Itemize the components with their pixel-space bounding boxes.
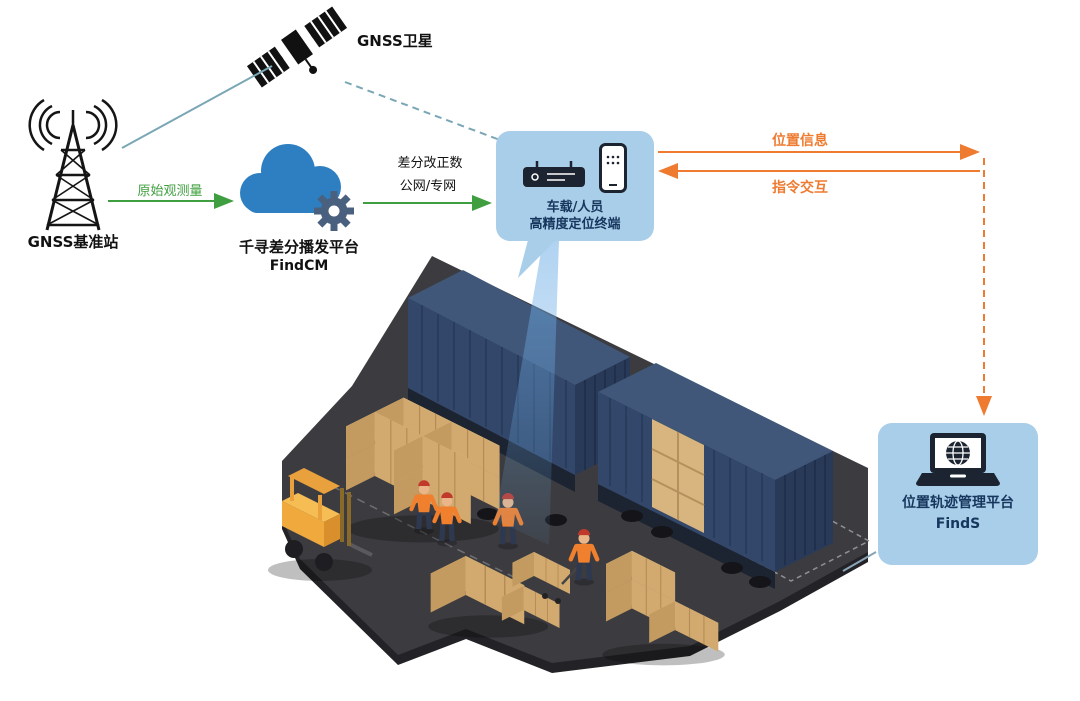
vehicle-terminal-icon bbox=[523, 161, 585, 187]
position-info-label: 位置信息 bbox=[772, 133, 828, 149]
radio-tower-icon bbox=[28, 98, 118, 231]
base-station-label: GNSS基准站 bbox=[27, 233, 119, 251]
cloud-platform-name: 千寻差分播发平台 bbox=[238, 238, 360, 256]
laptop-globe-icon bbox=[916, 433, 1000, 486]
satellite-to-station-line bbox=[121, 65, 273, 149]
satellite-label: GNSS卫星 bbox=[357, 32, 433, 50]
cloud-platform-product: FindCM bbox=[269, 258, 329, 274]
pallet-stack bbox=[602, 550, 725, 666]
finds-callout-tail bbox=[842, 551, 877, 572]
command-interaction-label: 指令交互 bbox=[772, 180, 828, 196]
management-platform-product: FindS bbox=[935, 516, 981, 532]
correction-label-2: 公网/专网 bbox=[399, 179, 457, 194]
terminal-label-2: 高精度定位终端 bbox=[529, 217, 621, 232]
satellite-to-terminal-line bbox=[344, 81, 501, 141]
smartphone-icon bbox=[599, 143, 627, 193]
satellite-icon bbox=[246, 6, 348, 88]
cloud-gear-icon bbox=[240, 144, 354, 231]
warehouse-scene bbox=[268, 240, 871, 673]
raw-observation-label: 原始观测量 bbox=[137, 184, 203, 199]
shipping-container-b bbox=[598, 363, 833, 589]
positioning-beam bbox=[495, 240, 559, 545]
correction-label-1: 差分改正数 bbox=[397, 156, 463, 171]
terminal-panel: 车载/人员 高精度定位终端 bbox=[496, 131, 654, 241]
pallet-stack bbox=[428, 555, 560, 638]
forklift bbox=[268, 468, 373, 581]
terminal-label-1: 车载/人员 bbox=[546, 200, 604, 215]
management-platform-panel: 位置轨迹管理平台 FindS bbox=[878, 423, 1038, 565]
terminal-callout-tail bbox=[518, 240, 556, 278]
pallet-jack bbox=[511, 551, 578, 604]
gear-icon bbox=[314, 191, 354, 231]
management-platform-name: 位置轨迹管理平台 bbox=[902, 495, 1014, 511]
